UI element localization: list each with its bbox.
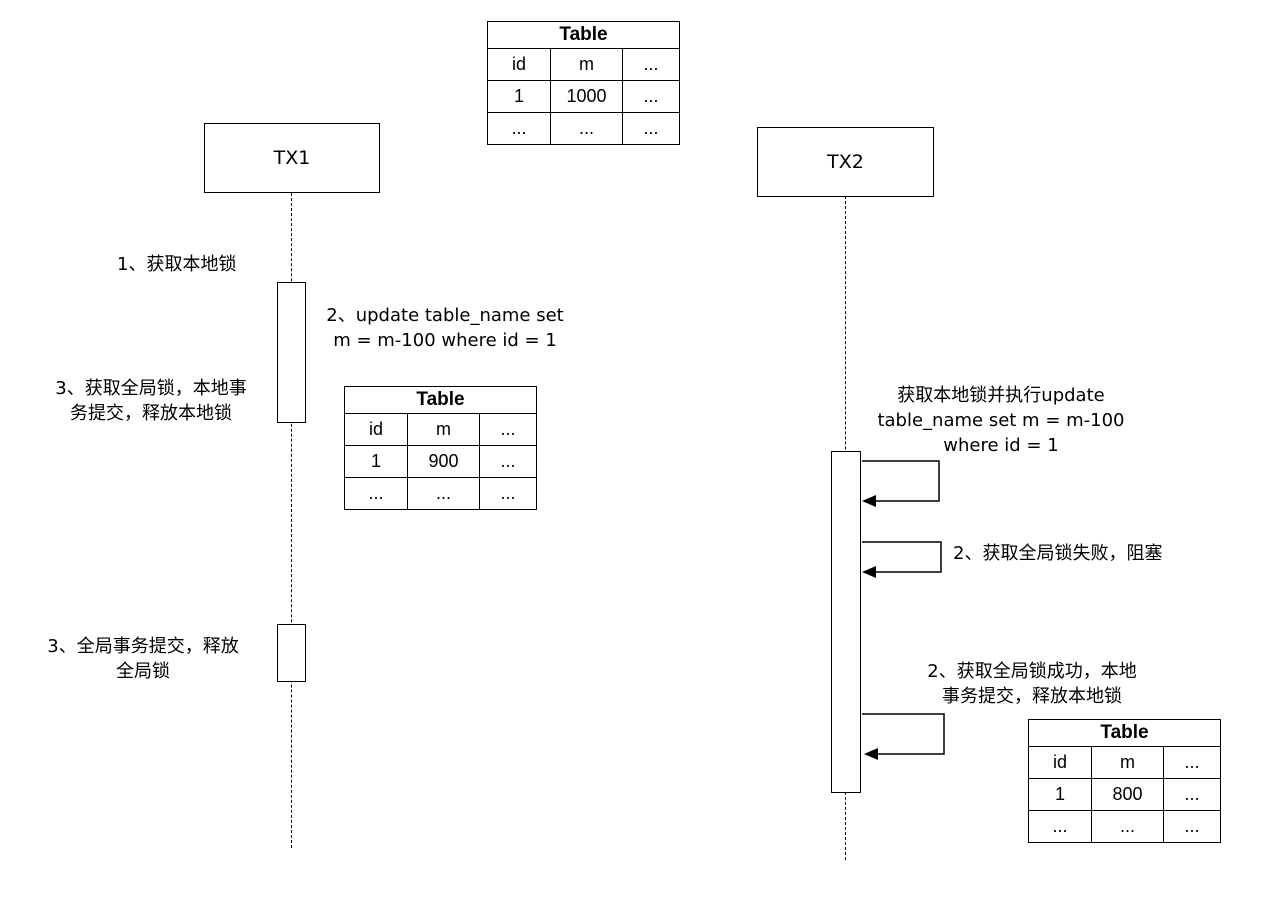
tx1-step3-line1: 3、获取全局锁，本地事 — [55, 378, 247, 399]
table-after-tx1-header-id: id — [344, 413, 408, 446]
table-cell: 1000 — [550, 80, 623, 113]
table-cell: ... — [550, 112, 623, 145]
table-after-tx2-header-id: id — [1028, 746, 1092, 779]
tx1-step3-label: 3、获取全局锁，本地事 务提交，释放本地锁 — [38, 376, 264, 426]
table-after-tx2-title: Table — [1028, 719, 1221, 747]
table-cell: ... — [479, 477, 537, 510]
self-call-arrow-1 — [862, 460, 940, 502]
tx1-step2-line2: m = m-100 where id = 1 — [333, 330, 557, 351]
tx2-activation — [831, 451, 861, 793]
table-after-tx2: Table id m ... 1 800 ... ... ... ... — [1028, 719, 1221, 843]
tx2-step2-label: 2、获取全局锁失败，阻塞 — [953, 543, 1163, 564]
tx1-step3-line2: 务提交，释放本地锁 — [70, 403, 232, 424]
table-after-tx1: Table id m ... 1 900 ... ... ... ... — [344, 386, 537, 510]
tx1-step2-label: 2、update table_name set m = m-100 where … — [318, 303, 572, 353]
table-cell: ... — [1028, 810, 1092, 843]
table-cell: 900 — [407, 445, 480, 478]
table-cell: ... — [1091, 810, 1164, 843]
table-after-tx2-header-more: ... — [1163, 746, 1221, 779]
table-cell: ... — [1163, 810, 1221, 843]
tx1-step2-line1: 2、update table_name set — [326, 305, 564, 326]
tx1-step1-label: 1、获取本地锁 — [117, 254, 237, 275]
table-cell: ... — [622, 112, 680, 145]
table-initial-header-m: m — [550, 48, 623, 81]
tx1-label: TX1 — [273, 147, 311, 169]
tx2-step1-label: 获取本地锁并执行update table_name set m = m-100 … — [866, 383, 1136, 458]
tx2-step1-line1: 获取本地锁并执行update — [897, 385, 1105, 406]
table-cell: ... — [1163, 778, 1221, 811]
self-call-arrow-3 — [862, 713, 945, 755]
table-cell: 800 — [1091, 778, 1164, 811]
tx1-activation-2 — [277, 624, 306, 682]
table-initial-title: Table — [487, 21, 680, 49]
table-cell: 1 — [487, 80, 551, 113]
tx1-activation-1 — [277, 282, 306, 423]
self-call-arrow-2 — [862, 541, 942, 573]
tx1-participant: TX1 — [204, 123, 380, 193]
table-cell: 1 — [344, 445, 408, 478]
table-cell: ... — [407, 477, 480, 510]
table-initial: Table id m ... 1 1000 ... ... ... ... — [487, 21, 680, 145]
table-initial-header-id: id — [487, 48, 551, 81]
tx1-step4-line2: 全局锁 — [116, 661, 170, 682]
tx1-step4-line1: 3、全局事务提交，释放 — [47, 636, 239, 657]
tx2-step3-label: 2、获取全局锁成功，本地 事务提交，释放本地锁 — [902, 659, 1162, 709]
tx1-step4-label: 3、全局事务提交，释放 全局锁 — [26, 634, 260, 684]
tx2-step3-line2: 事务提交，释放本地锁 — [942, 686, 1122, 707]
tx2-step1-line3: where id = 1 — [943, 435, 1059, 456]
table-cell: ... — [344, 477, 408, 510]
table-cell: ... — [479, 445, 537, 478]
table-initial-header-more: ... — [622, 48, 680, 81]
tx2-participant: TX2 — [757, 127, 934, 197]
table-after-tx1-header-m: m — [407, 413, 480, 446]
tx2-step3-line1: 2、获取全局锁成功，本地 — [927, 661, 1137, 682]
table-cell: ... — [487, 112, 551, 145]
tx1-lifeline — [291, 193, 292, 848]
table-after-tx2-header-m: m — [1091, 746, 1164, 779]
table-after-tx1-title: Table — [344, 386, 537, 414]
table-after-tx1-header-more: ... — [479, 413, 537, 446]
tx2-label: TX2 — [827, 151, 864, 173]
table-cell: ... — [622, 80, 680, 113]
table-cell: 1 — [1028, 778, 1092, 811]
tx2-step1-line2: table_name set m = m-100 — [877, 410, 1125, 431]
